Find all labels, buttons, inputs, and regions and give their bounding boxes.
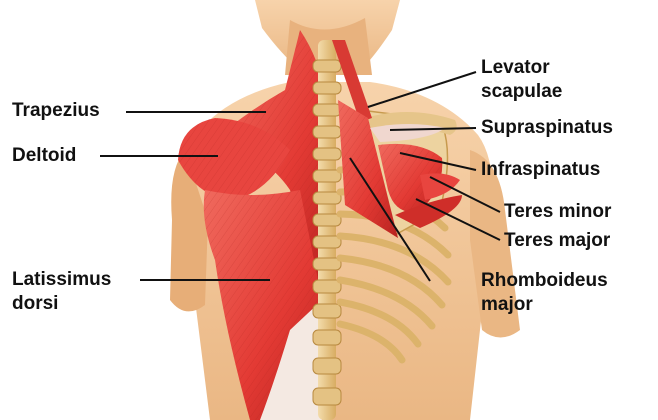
label-supraspinatus: Supraspinatus [481, 117, 613, 138]
label-latissimus-line2: dorsi [12, 293, 59, 314]
label-trapezius: Trapezius [12, 100, 100, 121]
label-levator-line1: Levator [481, 57, 550, 78]
label-levator-line2: scapulae [481, 81, 563, 102]
label-rhomboideus-line2: major [481, 294, 533, 315]
leader-line-teres-major [415, 198, 501, 241]
leader-line-teres-minor [429, 176, 501, 213]
label-deltoid: Deltoid [12, 145, 77, 166]
label-latissimus-line1: Latissimus [12, 269, 112, 290]
leader-line-supraspinatus [389, 127, 477, 131]
spine [312, 40, 342, 420]
leader-line-rhomboideus [349, 157, 431, 282]
left-back-muscles [178, 30, 325, 420]
leader-line-levator [367, 71, 477, 108]
right-back-muscles [332, 40, 462, 238]
label-teres-major: Teres major [504, 230, 611, 251]
label-teres-minor: Teres minor [504, 201, 612, 222]
leader-line-infraspinatus [399, 152, 477, 171]
label-rhomboideus-line1: Rhomboideus [481, 270, 608, 291]
label-infraspinatus: Infraspinatus [481, 159, 601, 180]
leader-lines [100, 71, 501, 282]
